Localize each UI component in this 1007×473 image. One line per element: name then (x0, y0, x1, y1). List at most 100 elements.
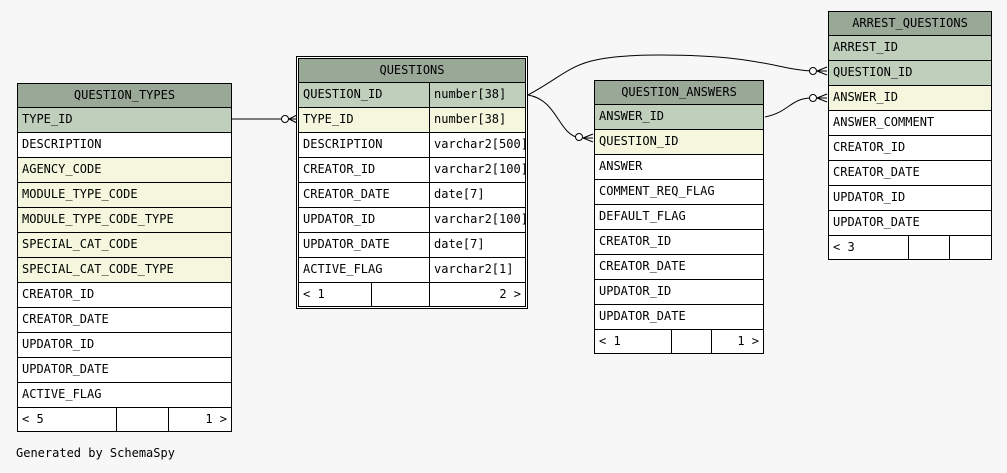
column-row[interactable]: CREATOR_ID (595, 230, 763, 255)
column-row[interactable]: ANSWER (595, 155, 763, 180)
column-name: QUESTION_ID (599, 134, 679, 148)
column-row[interactable]: SPECIAL_CAT_CODE_TYPE (18, 258, 231, 283)
column-row[interactable]: COMMENT_REQ_FLAG (595, 180, 763, 205)
column-row[interactable]: ANSWER_ID (595, 105, 763, 130)
crows-foot-icon (816, 66, 828, 76)
optional-circle-icon (575, 133, 583, 141)
column-name: UPDATOR_ID (599, 284, 672, 298)
column-row[interactable]: UPDATOR_ID varchar2[100] (299, 208, 525, 233)
column-row[interactable]: CREATOR_ID (829, 136, 991, 161)
column-name: DESCRIPTION (303, 137, 383, 151)
crows-foot-icon (582, 133, 594, 143)
column-name: TYPE_ID (303, 112, 354, 126)
column-name: ANSWER_COMMENT (833, 115, 935, 129)
column-row[interactable]: CREATOR_ID (18, 283, 231, 308)
column-row[interactable]: CREATOR_DATE (595, 255, 763, 280)
table-title: QUESTION_ANSWERS (595, 81, 763, 105)
parent-count: < 3 (833, 240, 855, 254)
column-row[interactable]: DEFAULT_FLAG (595, 205, 763, 230)
column-row[interactable]: UPDATOR_ID (829, 186, 991, 211)
fk-line-question-answers-to-arrest-questions (764, 97, 813, 118)
column-name: UPDATOR_ID (303, 212, 376, 226)
column-row[interactable]: UPDATOR_ID (595, 280, 763, 305)
table-footer: < 1 1 > (595, 330, 763, 353)
column-row[interactable]: DESCRIPTION varchar2[500] (299, 133, 525, 158)
child-count: 1 > (168, 408, 231, 431)
table-question-types[interactable]: QUESTION_TYPES TYPE_ID DESCRIPTION AGENCY_… (17, 83, 232, 432)
column-row[interactable]: QUESTION_ID (595, 130, 763, 155)
column-name: CREATOR_ID (22, 287, 95, 301)
table-title: ARREST_QUESTIONS (829, 12, 991, 36)
crows-foot-icon (288, 114, 298, 124)
column-name: MODULE_TYPE_CODE (22, 187, 138, 201)
table-title: QUESTION_TYPES (18, 84, 231, 108)
child-count: 1 > (711, 330, 763, 353)
generated-by-label: Generated by SchemaSpy (16, 446, 175, 460)
column-name: DESCRIPTION (22, 137, 102, 151)
column-name: QUESTION_ID (833, 65, 913, 79)
fk-line-questions-to-arrest-questions (527, 54, 813, 96)
column-row[interactable]: QUESTION_ID (829, 61, 991, 86)
table-footer: < 1 2 > (299, 283, 525, 306)
column-name: UPDATOR_DATE (303, 237, 390, 251)
column-row[interactable]: CREATOR_DATE (829, 161, 991, 186)
column-row[interactable]: CREATOR_DATE (18, 308, 231, 333)
table-question-answers[interactable]: QUESTION_ANSWERS ANSWER_ID QUESTION_ID ANS… (594, 80, 764, 354)
column-name: UPDATOR_ID (22, 337, 95, 351)
child-count: 2 > (429, 283, 525, 306)
column-row[interactable]: UPDATOR_ID (18, 333, 231, 358)
column-name: CREATOR_ID (303, 162, 376, 176)
column-name: ACTIVE_FLAG (22, 387, 102, 401)
parent-count: < 1 (599, 334, 621, 348)
column-type: number[38] (429, 108, 525, 132)
column-row[interactable]: ANSWER_COMMENT (829, 111, 991, 136)
crows-foot-icon (816, 93, 828, 103)
column-name: CREATOR_ID (599, 234, 672, 248)
column-row[interactable]: UPDATOR_DATE (18, 358, 231, 383)
optional-circle-icon (281, 115, 289, 123)
parent-count: < 5 (22, 412, 44, 426)
column-row[interactable]: TYPE_ID (18, 108, 231, 133)
column-name: CREATOR_DATE (303, 187, 390, 201)
parent-count: < 1 (303, 287, 325, 301)
column-row[interactable]: CREATOR_DATE date[7] (299, 183, 525, 208)
column-name: MODULE_TYPE_CODE_TYPE (22, 212, 174, 226)
column-row[interactable]: UPDATOR_DATE (829, 211, 991, 236)
column-row[interactable]: UPDATOR_DATE (595, 305, 763, 330)
column-name: TYPE_ID (22, 112, 73, 126)
column-type: varchar2[500] (429, 133, 525, 157)
column-name: UPDATOR_DATE (833, 215, 920, 229)
column-name: CREATOR_ID (833, 140, 906, 154)
column-name: ANSWER (599, 159, 643, 173)
column-name: COMMENT_REQ_FLAG (599, 184, 715, 198)
column-name: UPDATOR_DATE (599, 309, 686, 323)
column-row[interactable]: ANSWER_ID (829, 86, 991, 111)
column-name: ARREST_ID (833, 40, 899, 54)
column-row[interactable]: TYPE_ID number[38] (299, 108, 525, 133)
table-title: QUESTIONS (299, 59, 525, 83)
column-name: ANSWER_ID (833, 90, 899, 104)
column-row[interactable]: AGENCY_CODE (18, 158, 231, 183)
column-row[interactable]: DESCRIPTION (18, 133, 231, 158)
column-row[interactable]: MODULE_TYPE_CODE_TYPE (18, 208, 231, 233)
column-type: varchar2[100] (429, 208, 525, 232)
column-row[interactable]: ACTIVE_FLAG (18, 383, 231, 408)
table-footer: < 3 (829, 236, 991, 259)
column-row[interactable]: CREATOR_ID varchar2[100] (299, 158, 525, 183)
column-name: ANSWER_ID (599, 109, 665, 123)
column-row[interactable]: ARREST_ID (829, 36, 991, 61)
column-row[interactable]: SPECIAL_CAT_CODE (18, 233, 231, 258)
column-type: varchar2[100] (429, 158, 525, 182)
column-name: CREATOR_DATE (833, 165, 920, 179)
table-arrest-questions[interactable]: ARREST_QUESTIONS ARREST_ID QUESTION_ID ANS… (828, 11, 992, 260)
column-type: date[7] (429, 183, 525, 207)
column-row[interactable]: MODULE_TYPE_CODE (18, 183, 231, 208)
column-type: number[38] (429, 83, 525, 107)
column-name: CREATOR_DATE (599, 259, 686, 273)
fk-line-questions-to-question-answers (527, 94, 581, 139)
